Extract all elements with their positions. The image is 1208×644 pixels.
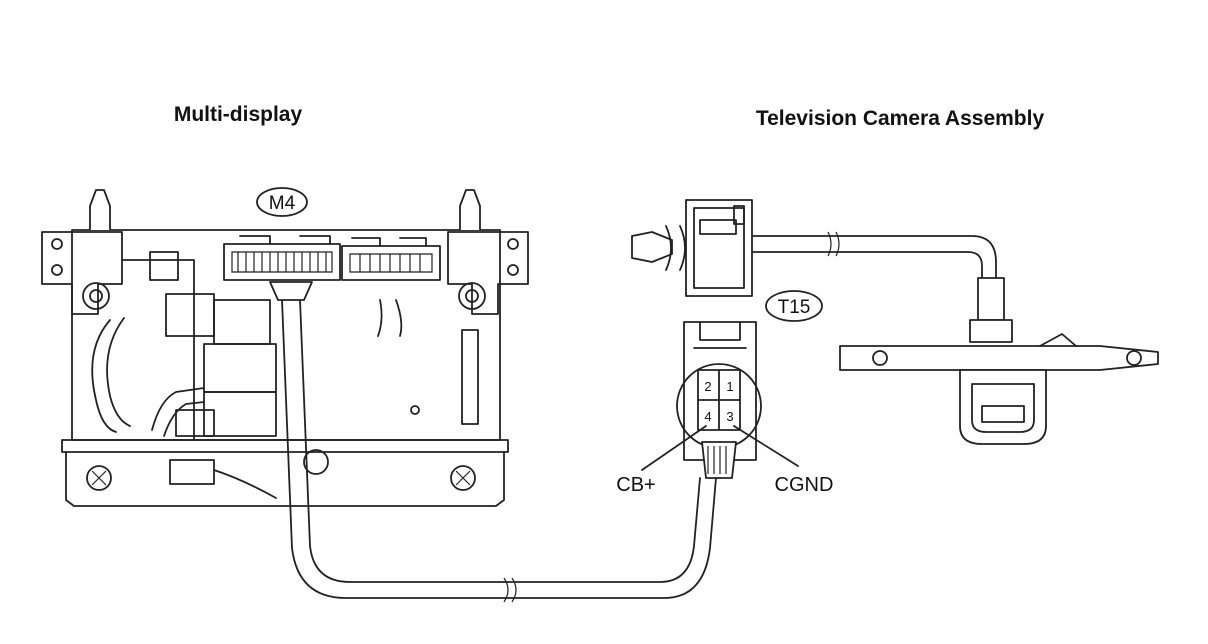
camera-assembly-title: Television Camera Assembly: [756, 107, 1045, 130]
pin-3-label: 3: [726, 409, 733, 424]
signal-cb-plus-label: CB+: [616, 474, 655, 496]
t15-badge: [765, 290, 823, 322]
wire-harness: [269, 281, 717, 603]
pin-1-label: 1: [726, 379, 733, 394]
connector-m4-label: M4: [269, 193, 296, 214]
pin-2-label: 2: [704, 379, 711, 394]
multi-display-unit: [41, 189, 529, 507]
camera-assembly: [631, 199, 1159, 445]
pin-4-label: 4: [704, 409, 711, 424]
multi-display-title: Multi-display: [174, 103, 303, 126]
connector-t15-label: T15: [778, 297, 811, 318]
connector-t15: [641, 321, 799, 479]
signal-cgnd-label: CGND: [775, 474, 834, 496]
m4-badge: [256, 187, 308, 217]
